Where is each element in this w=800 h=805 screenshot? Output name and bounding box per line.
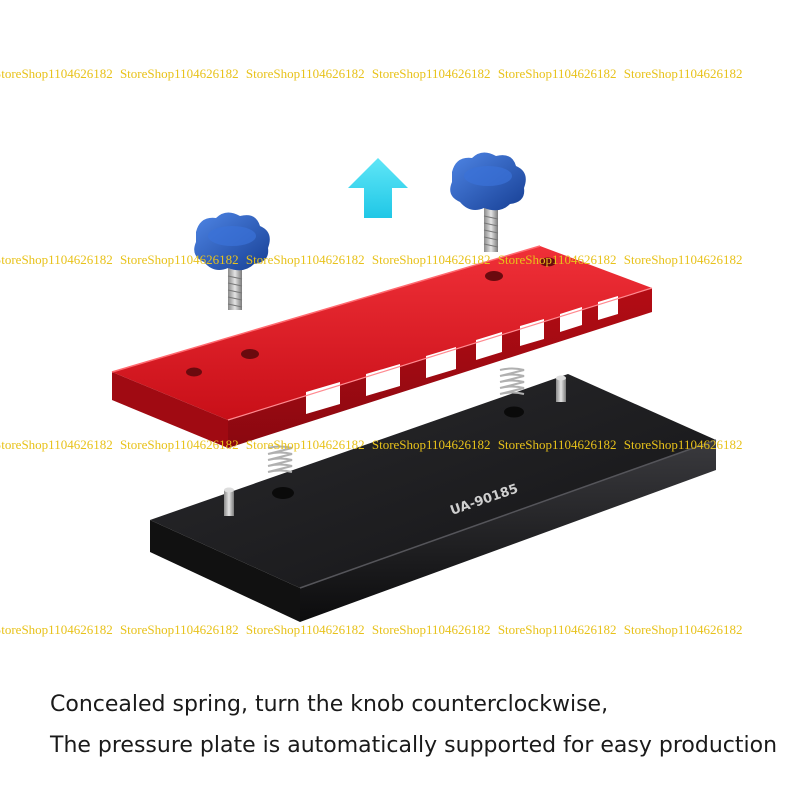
watermark-text: StoreShop1104626182	[497, 252, 617, 267]
watermark-text: StoreShop1104626182	[245, 66, 365, 81]
watermark-text: StoreShop1104626182	[0, 622, 113, 637]
spring-icon	[267, 445, 293, 473]
watermark-text: StoreShop1104626182	[0, 252, 113, 267]
watermark-text: StoreShop1104626182	[371, 66, 491, 81]
watermark-text: StoreShop1104626182	[245, 437, 365, 452]
watermark-text: StoreShop1104626182	[497, 622, 617, 637]
watermark-text: StoreShop1104626182	[119, 252, 239, 267]
caption-line-1: Concealed spring, turn the knob counterc…	[50, 692, 609, 717]
knob-icon	[194, 212, 270, 310]
clamp-plate	[111, 245, 653, 448]
watermark-text: StoreShop1104626182	[245, 252, 365, 267]
caption-line-2: The pressure plate is automatically supp…	[50, 733, 778, 758]
watermark-text: StoreShop1104626182	[119, 622, 239, 637]
watermark-text: StoreShop1104626182	[623, 252, 743, 267]
watermark-text: StoreShop1104626182	[623, 622, 743, 637]
watermark-text: StoreShop1104626182	[245, 622, 365, 637]
arrow-up-icon	[348, 158, 408, 218]
watermark-text: StoreShop1104626182	[371, 622, 491, 637]
watermark-text: StoreShop1104626182	[119, 66, 239, 81]
knob-icon	[450, 152, 526, 252]
watermark-row: StoreShop1104626182 StoreShop1104626182 …	[0, 252, 800, 268]
watermark-text: StoreShop1104626182	[497, 437, 617, 452]
watermark-text: StoreShop1104626182	[371, 437, 491, 452]
spring-icon	[499, 367, 525, 395]
watermark-text: StoreShop1104626182	[0, 66, 113, 81]
watermark-text: StoreShop1104626182	[119, 437, 239, 452]
watermark-text: StoreShop1104626182	[371, 252, 491, 267]
base-plate: UA-90185	[150, 374, 717, 622]
watermark-row: StoreShop1104626182 StoreShop1104626182 …	[0, 437, 800, 453]
watermark-text: StoreShop1104626182	[623, 66, 743, 81]
watermark-row: StoreShop1104626182 StoreShop1104626182 …	[0, 622, 800, 638]
watermark-text: StoreShop1104626182	[623, 437, 743, 452]
watermark-text: StoreShop1104626182	[0, 437, 113, 452]
watermark-text: StoreShop1104626182	[497, 66, 617, 81]
watermark-row: StoreShop1104626182 StoreShop1104626182 …	[0, 66, 800, 82]
